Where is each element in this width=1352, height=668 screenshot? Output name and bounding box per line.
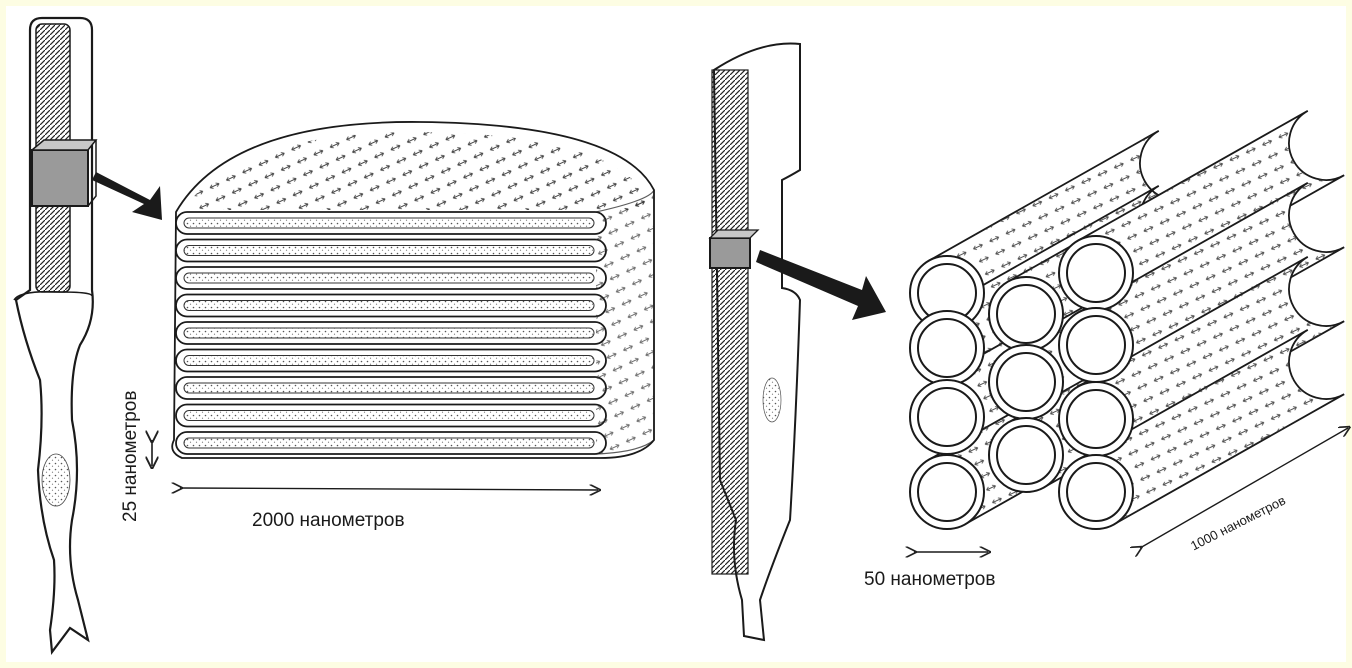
rod-nucleus	[42, 454, 70, 506]
tube-end-inner	[918, 388, 976, 446]
disc-layer-lumen	[184, 246, 594, 256]
tube-end-inner	[1067, 316, 1125, 374]
disc-layer-lumen	[184, 438, 594, 448]
rod-cell	[14, 18, 162, 652]
rod-thickness-label: 25 нанометров	[120, 391, 142, 522]
tube-end-inner	[1067, 244, 1125, 302]
disc-layer-lumen	[184, 383, 594, 393]
cone-sample-box	[710, 238, 750, 268]
tube-end-inner	[918, 319, 976, 377]
cone-outer-segment	[712, 70, 748, 574]
rod-width-arrow	[180, 488, 598, 490]
tube-end-inner	[997, 353, 1055, 411]
disc-layer-lumen	[184, 218, 594, 228]
rod-sample-box	[32, 150, 88, 206]
tube-end-inner	[1067, 390, 1125, 448]
rod-disc-stack	[152, 122, 654, 490]
tube-end-inner	[997, 426, 1055, 484]
cone-nucleus	[763, 378, 781, 422]
disc-layers	[176, 212, 606, 454]
disc-layer-lumen	[184, 328, 594, 338]
disc-layer-lumen	[184, 411, 594, 421]
tube-end-inner	[997, 285, 1055, 343]
tube-end-inner	[1067, 463, 1125, 521]
tube-end-inner	[918, 463, 976, 521]
cone-diameter-label: 50 нанометров	[864, 569, 995, 591]
rod-pointer-arrow	[92, 172, 162, 220]
cone-cell	[710, 44, 886, 640]
disc-layer-lumen	[184, 273, 594, 283]
cone-tube-bundle	[910, 111, 1348, 552]
tube-array	[910, 111, 1344, 529]
rod-width-label: 2000 нанометров	[252, 510, 405, 532]
disc-layer-lumen	[184, 356, 594, 366]
disc-layer-lumen	[184, 301, 594, 311]
